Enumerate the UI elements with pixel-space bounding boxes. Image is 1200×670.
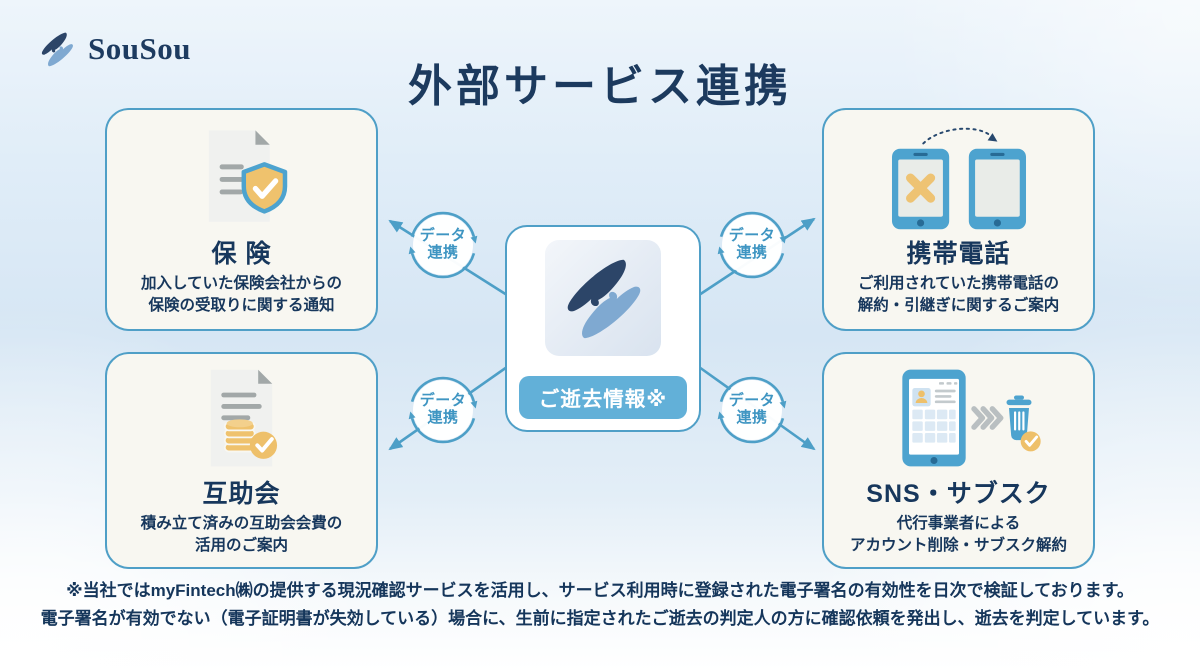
page-title: 外部サービス連携 xyxy=(408,62,792,111)
mutual-aid-icon-box xyxy=(174,366,309,470)
sync-badge-insurance: データ 連携 xyxy=(405,207,481,283)
mobile-icon-box xyxy=(873,122,1045,230)
sync-badge-label: データ 連携 xyxy=(419,227,467,261)
service-card-mobile: 携帯電話 ご利用されていた携帯電話の 解約・引継ぎに関するご案内 xyxy=(822,108,1095,331)
service-heading-mutual-aid: 互助会 xyxy=(202,480,281,508)
brand-name: SouSou xyxy=(88,31,191,66)
sync-badge-label: データ 連携 xyxy=(419,392,467,426)
phone-delete-trash-icon xyxy=(901,369,1041,467)
sync-badge-mobile: データ 連携 xyxy=(714,207,790,283)
service-heading-insurance: 保 険 xyxy=(211,240,272,268)
sousou-mark-tile xyxy=(545,240,661,356)
service-card-mutual-aid: 互助会 積み立て済みの互助会会費の 活用のご案内 xyxy=(105,352,378,569)
footnote-line1: ※当社ではmyFintech㈱の提供する現況確認サービスを活用し、サービス利用時… xyxy=(66,581,1134,600)
sousou-mark-icon xyxy=(554,249,652,347)
service-description-mutual-aid: 積み立て済みの互助会会費の 活用のご案内 xyxy=(140,515,343,554)
phone-transfer-icon xyxy=(891,127,1026,229)
sns-icon-box xyxy=(869,366,1049,470)
service-heading-mobile: 携帯電話 xyxy=(906,240,1011,268)
footnote: ※当社ではmyFintech㈱の提供する現況確認サービスを活用し、サービス利用時… xyxy=(0,577,1200,633)
service-description-mobile: ご利用されていた携帯電話の 解約・引継ぎに関するご案内 xyxy=(857,275,1060,314)
brand-logo: SouSou xyxy=(36,28,191,70)
footnote-line2: 電子署名が有効でない（電子証明書が失効している）場合に、生前に指定されたご逝去の… xyxy=(40,609,1160,629)
service-description-insurance: 加入していた保険会社からの 保険の受取りに関する通知 xyxy=(140,275,343,314)
sync-badge-label: データ 連携 xyxy=(728,227,776,261)
insurance-icon-box xyxy=(173,122,311,230)
insurance-document-shield-icon xyxy=(208,129,287,222)
document-coins-check-icon xyxy=(210,369,278,466)
service-card-sns-subscription: SNS・サブスク 代行事業者による アカウント削除・サブスク解約 xyxy=(822,352,1095,569)
service-description-sns-subscription: 代行事業者による アカウント削除・サブスク解約 xyxy=(849,515,1067,554)
sync-badge-mutual-aid: データ 連携 xyxy=(405,372,481,448)
center-card-deceased-info: ご逝去情報※ xyxy=(505,225,701,432)
service-card-insurance: 保 険 加入していた保険会社からの 保険の受取りに関する通知 xyxy=(105,108,378,331)
service-heading-sns-subscription: SNS・サブスク xyxy=(866,480,1051,508)
sync-badge-sns: データ 連携 xyxy=(714,372,790,448)
sync-badge-label: データ 連携 xyxy=(728,392,776,426)
deceased-info-pill: ご逝去情報※ xyxy=(519,376,687,419)
